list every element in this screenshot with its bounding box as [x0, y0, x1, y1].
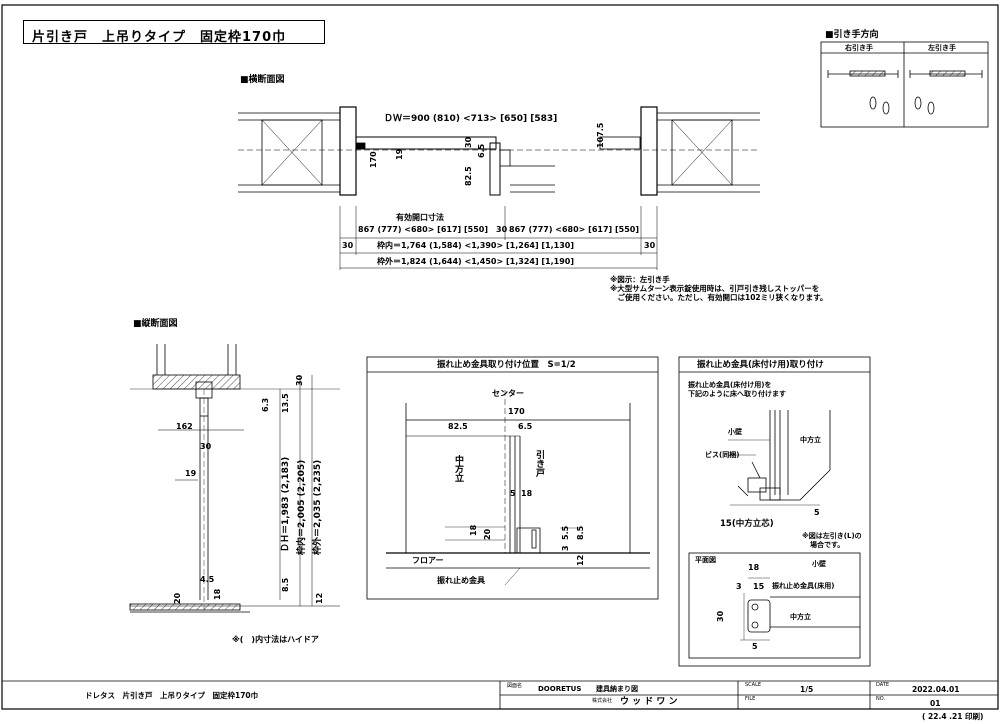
footer-label-name: 図面名	[507, 683, 523, 689]
f-desc-1: 振れ止め金具(床付け用)を	[688, 381, 772, 389]
dim-6-5-h: 6.5	[477, 143, 486, 158]
f-p-30: 30	[716, 610, 725, 622]
horizontal-section-title: ■横断面図	[240, 75, 285, 85]
v-dim-4-5: 4.5	[200, 575, 215, 584]
v-dim-13-5: 13.5	[281, 393, 290, 413]
f-screw: ビス(同梱)	[705, 451, 740, 459]
v-dh: ＤＨ＝1,983 (2,183)	[281, 456, 291, 552]
i-dim-82-5: 82.5	[448, 422, 468, 431]
f-p-fitting: 振れ止め金具(床用)	[772, 582, 835, 590]
floor-box	[678, 356, 871, 667]
i-dim-18b: 18	[469, 524, 478, 536]
footer-label-no: NO.	[876, 696, 886, 702]
v-note: ※( )内寸法はハイドア	[232, 635, 319, 644]
v-dim-12: 12	[315, 592, 324, 604]
i-dim-3: 3	[561, 545, 570, 551]
footer-no: 01	[930, 699, 941, 708]
footer-dooretus: DOORETUS	[538, 685, 582, 693]
i-dim-20: 20	[483, 528, 492, 540]
f-p-18: 18	[748, 563, 760, 572]
footer-label-date: DATE	[876, 682, 890, 688]
outer-width: 枠外＝1,824 (1,644) <1,450> [1,324] [1,190]	[377, 257, 575, 266]
footer-drawing-name: 建具納まり図	[596, 685, 638, 693]
v-dim-30: 30	[295, 374, 304, 386]
vertical-section-title: ■縦断面図	[133, 319, 178, 329]
f-p-wall: 小壁	[812, 560, 826, 568]
v-dim-6-3: 6.3	[261, 397, 270, 412]
opening-right: 867 (777) <680> [617] [550]	[509, 225, 639, 234]
opening-left: 867 (777) <680> [617] [550]	[358, 225, 488, 234]
note-1: ※図示：左引き手	[610, 275, 670, 284]
v-dim-18: 18	[213, 588, 222, 600]
f-p-frame: 中方立	[790, 613, 811, 621]
i-frame-label: 中方立	[453, 455, 463, 482]
drawing-title: 片引き戸 上吊りタイプ 固定枠170巾	[32, 30, 287, 45]
dim-107-5: 107.5	[596, 122, 605, 148]
dim-30-h: 30	[464, 136, 473, 148]
handle-direction-title: ■引き手方向	[825, 30, 879, 40]
inner-left-30: 30	[342, 241, 354, 250]
vertical-section	[129, 344, 340, 613]
f-dim-15: 15(中方立芯)	[720, 519, 774, 529]
v-inner: 枠内＝2,005 (2,205)	[297, 459, 307, 555]
f-note-2: 場合です。	[810, 541, 845, 549]
i-door-label: 引き戸	[534, 450, 544, 477]
fitting-label: 振れ止め金具	[437, 576, 485, 585]
i-dim-12: 12	[576, 554, 585, 566]
f-p-3: 3	[736, 582, 742, 591]
floor-box-title: 振れ止め金具(床付け用)取り付け	[697, 360, 824, 370]
i-dim-8-5: 8.5	[576, 525, 585, 540]
floor-label: フロアー	[412, 556, 444, 565]
inner-right-30: 30	[644, 241, 656, 250]
handle-direction-box	[820, 41, 989, 128]
note-2: ※大型サムターン表示錠使用時は、引戸引き残しストッパーを	[610, 284, 820, 293]
footer-print-date: ( 22.4 .21 印刷)	[922, 712, 984, 721]
footer-label-company: 株式会社	[592, 698, 613, 704]
f-p-15: 15	[753, 582, 765, 591]
v-dim-20: 20	[173, 592, 182, 604]
dim-82-5-h: 82.5	[464, 166, 473, 186]
footer-company: ウ ッ ド ワ ン	[620, 697, 678, 707]
footer-label-file: FILE	[745, 696, 756, 702]
install-box	[366, 356, 659, 600]
i-dim-5-5: 5.5	[561, 525, 570, 540]
footer-label-scale: SCALE	[745, 682, 762, 688]
f-wall: 小壁	[728, 428, 742, 436]
v-dim-8-5: 8.5	[281, 577, 290, 592]
note-3: ご使用ください。ただし、有効開口は102ミリ狭くなります。	[610, 293, 828, 302]
i-dim-18: 18	[521, 489, 533, 498]
i-dim-170: 170	[508, 407, 525, 416]
footer-scale: 1/5	[800, 685, 814, 694]
install-box-title: 振れ止め金具取り付け位置 S=1/2	[437, 360, 576, 370]
f-desc-2: 下記のように床へ取り付けます	[688, 390, 786, 398]
opening-label: 有効開口寸法	[396, 213, 444, 222]
f-frame: 中方立	[800, 436, 821, 444]
v-dim-162: 162	[176, 422, 193, 431]
i-dim-5: 5	[510, 489, 516, 498]
v-dim-19: 19	[185, 469, 197, 478]
dw-dimension: ＤＷ＝900 (810) <713> [650] [583]	[384, 114, 558, 124]
center-label: センター	[492, 389, 524, 398]
i-dim-6-5: 6.5	[518, 422, 533, 431]
opening-mid: 30	[496, 225, 508, 234]
right-hand-label: 右引き手	[845, 44, 873, 52]
v-dim-30b: 30	[200, 442, 212, 451]
dim-170-h: 170	[369, 151, 378, 168]
inner-width: 枠内＝1,764 (1,584) <1,390> [1,264] [1,130]	[377, 241, 575, 250]
f-note-1: ※図は左引き(L)の	[802, 532, 862, 540]
v-outer: 枠外＝2,035 (2,235)	[313, 459, 323, 555]
footer-product: ドレタス 片引き戸 上吊りタイプ 固定枠170巾	[85, 691, 259, 700]
f-p-5: 5	[752, 642, 758, 651]
f-dim-5: 5	[814, 508, 820, 517]
f-plan-label: 平面図	[695, 556, 716, 564]
drawing-title-box: 片引き戸 上吊りタイプ 固定枠170巾	[23, 20, 325, 45]
dim-19-h: 19	[395, 148, 404, 160]
left-hand-label: 左引き手	[928, 44, 956, 52]
horizontal-section	[238, 106, 760, 270]
footer-date: 2022.04.01	[912, 685, 960, 694]
